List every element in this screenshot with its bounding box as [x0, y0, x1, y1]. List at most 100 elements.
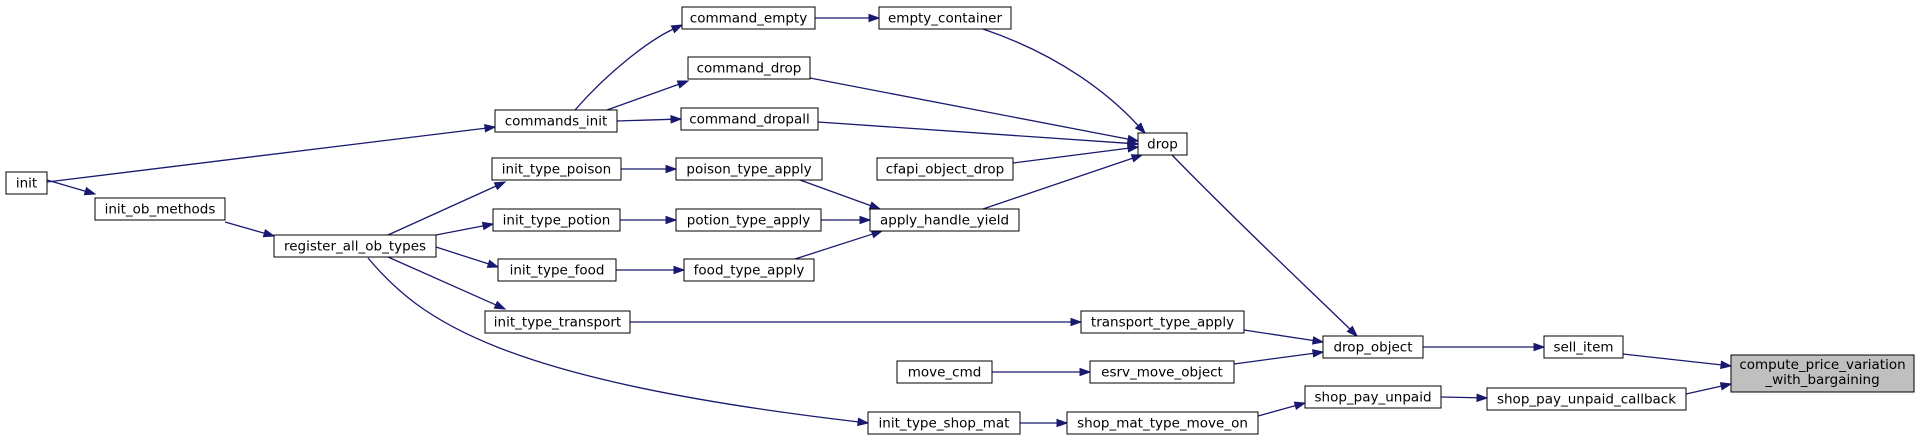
- edge-commands_init-to-command_drop: [606, 80, 690, 111]
- edge-line: [799, 179, 871, 207]
- node-shop-pay-unpaid-callback[interactable]: shop_pay_unpaid_callback: [1486, 387, 1687, 411]
- node-label-line-2: _with_bargaining: [1764, 372, 1879, 388]
- edge-register_all_ob_types-to-init_type_potion: [435, 221, 495, 236]
- node-command-drop[interactable]: command_drop: [687, 56, 811, 80]
- edge-arrowhead: [868, 13, 881, 23]
- node-init-type-poison[interactable]: init_type_poison: [491, 157, 622, 181]
- edge-line: [387, 185, 497, 236]
- edge-arrowhead: [1720, 360, 1733, 370]
- edge-line: [435, 246, 489, 265]
- edge-drop_object-to-sell_item: [1423, 342, 1546, 352]
- node-label: drop_object: [1333, 340, 1412, 356]
- node-init-type-transport[interactable]: init_type_transport: [484, 310, 631, 334]
- edge-arrowhead: [262, 228, 276, 238]
- edge-sell_item-to-compute_price_variation_with_bargaining: [1622, 353, 1733, 370]
- node-label: init_type_shop_mat: [879, 416, 1010, 432]
- edge-drop-to-drop_object: [1171, 154, 1359, 338]
- node-move-cmd[interactable]: move_cmd: [896, 360, 993, 384]
- node-label: potion_type_apply: [687, 213, 811, 229]
- edge-arrowhead: [493, 300, 507, 310]
- node-cfapi-object-drop[interactable]: cfapi_object_drop: [876, 157, 1014, 181]
- node-label: apply_handle_yield: [880, 213, 1009, 229]
- node-label-line-1: compute_price_variation: [1739, 357, 1905, 373]
- edge-arrowhead: [484, 124, 497, 133]
- edge-arrowhead: [673, 265, 686, 275]
- node-poison-type-apply[interactable]: poison_type_apply: [675, 157, 823, 181]
- node-shop-pay-unpaid[interactable]: shop_pay_unpaid: [1304, 385, 1442, 409]
- node-layer: init init_ob_methods register_all_ob_typ…: [5, 6, 1915, 435]
- node-potion-type-apply[interactable]: potion_type_apply: [675, 208, 822, 232]
- edge-arrowhead: [859, 215, 872, 225]
- edge-arrowhead: [670, 24, 684, 34]
- node-drop[interactable]: drop: [1137, 132, 1188, 156]
- node-label: init_type_food: [510, 263, 605, 279]
- node-label: shop_pay_unpaid: [1314, 390, 1431, 406]
- edge-init_ob_methods-to-register_all_ob_types: [224, 221, 276, 238]
- edge-commands_init-to-command_empty: [574, 24, 684, 111]
- edge-init_type_food-to-food_type_apply: [616, 265, 686, 275]
- node-commands-init[interactable]: commands_init: [494, 109, 618, 133]
- edge-shop_mat_type_move_on-to-shop_pay_unpaid: [1257, 401, 1307, 417]
- node-label: move_cmd: [908, 365, 982, 381]
- edge-line: [606, 83, 679, 111]
- edge-line: [574, 28, 674, 111]
- edge-line: [1171, 154, 1351, 330]
- node-label: command_empty: [690, 11, 807, 27]
- edge-arrowhead: [665, 164, 678, 174]
- edge-command_empty-to-empty_container: [815, 13, 881, 23]
- edge-arrowhead: [870, 230, 884, 239]
- edge-shop_pay_unpaid-to-shop_pay_unpaid_callback: [1440, 393, 1489, 403]
- edge-arrowhead: [670, 115, 683, 124]
- edge-init_type_potion-to-potion_type_apply: [620, 215, 678, 225]
- node-empty-container[interactable]: empty_container: [878, 6, 1012, 30]
- node-label: command_dropall: [689, 112, 810, 128]
- node-label: poison_type_apply: [686, 162, 811, 178]
- node-command-dropall[interactable]: command_dropall: [680, 107, 819, 131]
- node-shop-mat-type-move-on[interactable]: shop_mat_type_move_on: [1066, 411, 1259, 435]
- edge-commands_init-to-command_dropall: [616, 115, 683, 124]
- node-label: init: [16, 176, 37, 192]
- edge-init-to-commands_init: [46, 124, 497, 183]
- node-init-type-food[interactable]: init_type_food: [497, 258, 617, 282]
- edge-esrv_move_object-to-drop_object: [1233, 349, 1325, 365]
- node-sell-item[interactable]: sell_item: [1543, 335, 1624, 359]
- edge-arrowhead: [1293, 401, 1307, 410]
- node-register-all-ob-types[interactable]: register_all_ob_types: [273, 234, 437, 258]
- edge-line: [1243, 329, 1314, 342]
- node-food-type-apply[interactable]: food_type_apply: [683, 258, 815, 282]
- node-apply-handle-yield[interactable]: apply_handle_yield: [869, 208, 1020, 232]
- node-esrv-move-object[interactable]: esrv_move_object: [1089, 360, 1235, 384]
- edge-line: [387, 256, 497, 306]
- node-label: drop: [1147, 137, 1178, 153]
- node-compute-price-variation-with-bargaining[interactable]: compute_price_variation _with_bargaining: [1730, 354, 1915, 393]
- edge-arrowhead: [1719, 382, 1733, 391]
- edge-shop_pay_unpaid_callback-to-compute_price_variation_with_bargaining: [1685, 382, 1733, 395]
- edge-empty_container-to-drop: [982, 28, 1147, 135]
- edge-register_all_ob_types-to-init_type_food: [435, 246, 500, 268]
- node-init-type-shop-mat[interactable]: init_type_shop_mat: [867, 411, 1021, 435]
- edge-arrowhead: [665, 215, 678, 225]
- node-drop-object[interactable]: drop_object: [1322, 335, 1424, 359]
- edge-register_all_ob_types-to-init_type_transport: [387, 256, 507, 310]
- node-init[interactable]: init: [5, 171, 48, 195]
- edge-line: [224, 221, 265, 234]
- node-init-type-potion[interactable]: init_type_potion: [492, 208, 621, 232]
- edge-arrowhead: [676, 80, 690, 89]
- node-init-ob-methods[interactable]: init_ob_methods: [94, 197, 226, 221]
- edge-arrowhead: [1312, 349, 1325, 358]
- edge-init_type_transport-to-transport_type_apply: [630, 317, 1083, 327]
- node-label: esrv_move_object: [1101, 365, 1223, 381]
- edge-potion_type_apply-to-apply_handle_yield: [821, 215, 872, 225]
- edge-arrowhead: [1130, 154, 1144, 163]
- edge-line: [1440, 396, 1478, 399]
- node-label: init_ob_methods: [105, 202, 216, 218]
- node-label: food_type_apply: [694, 263, 805, 279]
- edge-line: [435, 225, 484, 236]
- node-label: transport_type_apply: [1091, 315, 1234, 331]
- node-command-empty[interactable]: command_empty: [681, 6, 816, 30]
- node-label: init_type_transport: [494, 315, 621, 331]
- node-transport-type-apply[interactable]: transport_type_apply: [1080, 310, 1245, 334]
- edge-line: [1257, 405, 1296, 417]
- edge-arrowhead: [868, 201, 882, 210]
